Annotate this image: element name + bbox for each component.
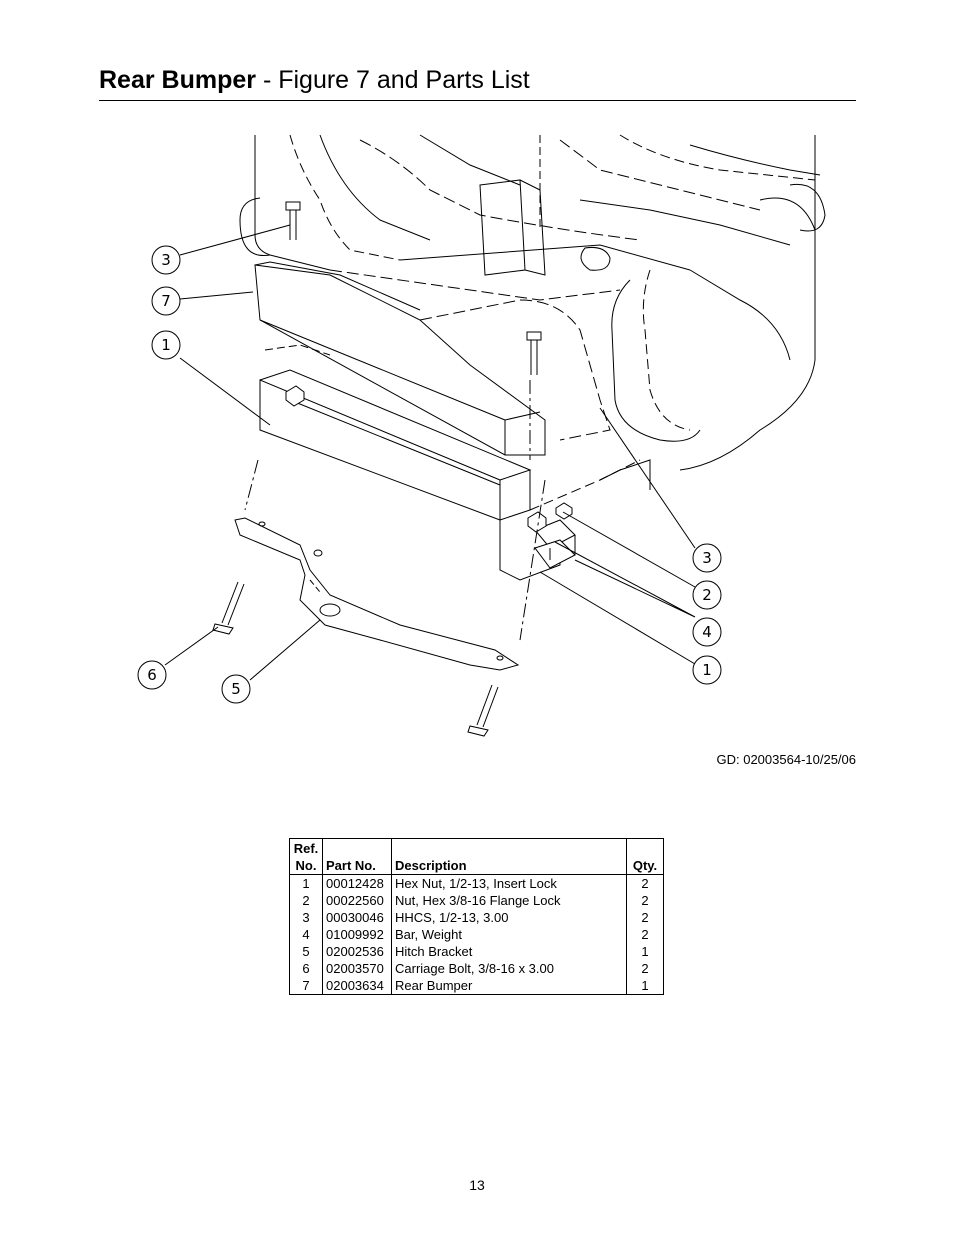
assembly-centerlines (244, 380, 546, 641)
cell-description: Hex Nut, 1/2-13, Insert Lock (391, 874, 627, 892)
callout-5: 5 (231, 680, 241, 698)
cell-qty: 2 (626, 960, 664, 977)
hitch-bracket-part (234, 517, 520, 671)
callout-4: 4 (702, 623, 712, 641)
table-row: 4 01009992 Bar, Weight 2 (289, 926, 664, 943)
cell-part-no: 00030046 (322, 909, 392, 926)
cell-description: Carriage Bolt, 3/8-16 x 3.00 (391, 960, 627, 977)
cell-qty: 1 (626, 977, 664, 995)
cell-ref: 2 (289, 892, 323, 909)
callout-labels (137, 245, 722, 704)
page-title-rest: - Figure 7 and Parts List (256, 66, 530, 94)
header-qty: Qty. (626, 838, 664, 875)
cell-part-no: 01009992 (322, 926, 392, 943)
table-row: 6 02003570 Carriage Bolt, 3/8-16 x 3.00 … (289, 960, 664, 977)
cell-part-no: 02003570 (322, 960, 392, 977)
rear-frame-member (259, 344, 651, 581)
cell-ref: 7 (289, 977, 323, 995)
exploded-parts-diagram: 3 7 1 3 2 4 1 6 5 (137, 134, 826, 737)
page-number: 13 (469, 1177, 485, 1193)
cell-description: Hitch Bracket (391, 943, 627, 960)
header-ref-line1: Ref. (293, 841, 319, 856)
rear-bumper-part (254, 261, 546, 456)
page-title-bold: Rear Bumper (99, 66, 256, 94)
cell-qty: 2 (626, 909, 664, 926)
table-row: 5 02002536 Hitch Bracket 1 (289, 943, 664, 960)
drawing-code: GD: 02003564-10/25/06 (716, 752, 857, 767)
table-row: 1 00012428 Hex Nut, 1/2-13, Insert Lock … (289, 874, 664, 892)
cell-description: HHCS, 1/2-13, 3.00 (391, 909, 627, 926)
cell-qty: 2 (626, 892, 664, 909)
cell-qty: 2 (626, 926, 664, 943)
title-rule (99, 100, 856, 101)
cell-ref: 3 (289, 909, 323, 926)
cell-ref: 5 (289, 943, 323, 960)
header-ref-line2: No. (295, 858, 317, 873)
cell-part-no: 02003634 (322, 977, 392, 995)
cell-description: Rear Bumper (391, 977, 627, 995)
mower-frame-outline (239, 134, 826, 471)
header-part-no: Part No. (322, 838, 392, 875)
callout-7: 7 (161, 292, 171, 310)
callout-3-left: 3 (161, 251, 171, 269)
cell-ref: 1 (289, 874, 323, 892)
callout-3-right: 3 (702, 549, 712, 567)
carriage-bolts-part (212, 581, 499, 737)
cell-ref: 4 (289, 926, 323, 943)
callout-6: 6 (147, 666, 157, 684)
cell-part-no: 00012428 (322, 874, 392, 892)
cell-description: Nut, Hex 3/8-16 Flange Lock (391, 892, 627, 909)
cell-part-no: 00022560 (322, 892, 392, 909)
header-description: Description (391, 838, 627, 875)
cell-description: Bar, Weight (391, 926, 627, 943)
cell-part-no: 02002536 (322, 943, 392, 960)
header-ref-no: Ref. No. (289, 838, 323, 875)
cell-ref: 6 (289, 960, 323, 977)
leader-lines (164, 224, 696, 681)
table-row: 3 00030046 HHCS, 1/2-13, 3.00 2 (289, 909, 664, 926)
callout-1-right: 1 (702, 661, 712, 679)
callout-2: 2 (702, 586, 712, 604)
callout-1-left: 1 (161, 336, 171, 354)
parts-list-table: Ref. No. Part No. Description Qty. 1 0001… (289, 838, 664, 995)
page-title: Rear Bumper - Figure 7 and Parts List (99, 64, 530, 96)
parts-table-header: Ref. No. Part No. Description Qty. (289, 838, 664, 875)
table-row: 2 00022560 Nut, Hex 3/8-16 Flange Lock 2 (289, 892, 664, 909)
cell-qty: 1 (626, 943, 664, 960)
cell-qty: 2 (626, 874, 664, 892)
table-row: 7 02003634 Rear Bumper 1 (289, 977, 664, 995)
